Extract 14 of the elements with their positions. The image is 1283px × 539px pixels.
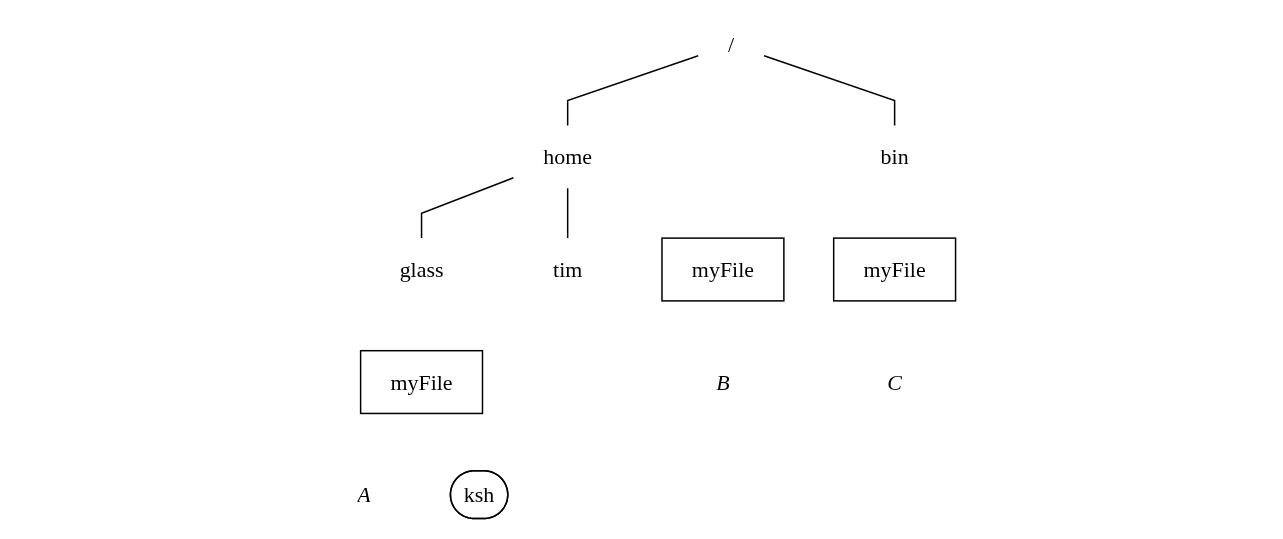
node-label: B: [716, 369, 730, 395]
node-box: myFile: [832, 237, 957, 302]
node-text: tim: [553, 257, 583, 282]
node-text: home: [543, 144, 593, 170]
connector: [420, 177, 515, 239]
node-text: /: [728, 31, 735, 57]
node-label: C: [887, 369, 902, 395]
connector: [566, 187, 569, 239]
connector: [763, 54, 896, 127]
node-text: bin: [880, 144, 909, 170]
node-text: glass: [399, 257, 444, 282]
connector: [566, 54, 699, 127]
node-box: myFile: [661, 237, 785, 302]
node-box: myFile: [359, 349, 484, 415]
